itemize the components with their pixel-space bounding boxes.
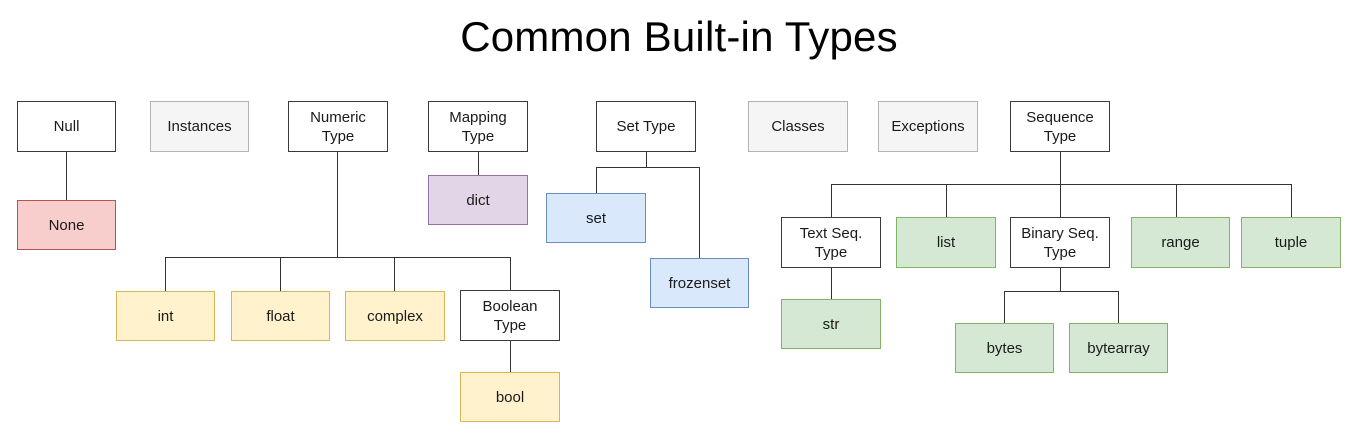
- connector-mapping-dict: [478, 152, 480, 175]
- node-settype[interactable]: Set Type: [596, 101, 696, 152]
- node-label-range: range: [1161, 234, 1200, 251]
- node-set[interactable]: set: [546, 193, 646, 243]
- node-label-complex: complex: [367, 307, 423, 325]
- connector-settype-bus: [596, 167, 700, 169]
- connector-boolean-bool: [510, 341, 512, 372]
- connector-settype-stem: [646, 152, 648, 167]
- connector-settype-frozenset: [699, 167, 701, 258]
- node-bool[interactable]: bool: [460, 372, 560, 422]
- node-bytes[interactable]: bytes: [955, 323, 1054, 373]
- node-list[interactable]: list: [896, 217, 996, 268]
- node-frozenset[interactable]: frozenset: [650, 258, 749, 308]
- node-label-bool: bool: [495, 388, 525, 406]
- connector-settype-set: [596, 167, 598, 193]
- node-complex[interactable]: complex: [345, 291, 445, 341]
- connector-numeric-complex: [394, 257, 396, 291]
- node-label-dict: dict: [466, 191, 490, 209]
- node-label-frozenset: frozenset: [668, 274, 731, 292]
- connector-sequence-binaryseq: [1060, 184, 1062, 217]
- node-binaryseq[interactable]: Binary Seq. Type: [1010, 217, 1110, 268]
- connector-binaryseq-bus: [1004, 291, 1119, 293]
- connector-binaryseq-bytes: [1004, 291, 1006, 323]
- node-label-settype: Set Type: [616, 118, 676, 135]
- node-label-sequence: Sequence Type: [1026, 108, 1094, 145]
- node-classes[interactable]: Classes: [748, 101, 848, 152]
- connector-numeric-boolean: [510, 257, 512, 290]
- node-label-set: set: [585, 209, 606, 227]
- node-label-bytes: bytes: [986, 339, 1023, 357]
- node-sequence[interactable]: Sequence Type: [1010, 101, 1110, 152]
- node-exceptions[interactable]: Exceptions: [878, 101, 978, 152]
- page-title: Common Built-in Types: [460, 13, 898, 60]
- node-boolean[interactable]: Boolean Type: [460, 290, 560, 341]
- connector-numeric-int: [165, 257, 167, 291]
- node-label-textseq: Text Seq. Type: [799, 224, 863, 261]
- connector-binaryseq-stem: [1060, 268, 1062, 291]
- node-label-tuple: tuple: [1274, 234, 1308, 251]
- node-label-list: list: [936, 234, 956, 251]
- node-int[interactable]: int: [116, 291, 215, 341]
- connector-sequence-stem: [1060, 152, 1062, 184]
- node-label-boolean: Boolean Type: [482, 297, 538, 334]
- node-float[interactable]: float: [231, 291, 330, 341]
- node-label-none: None: [48, 216, 85, 234]
- node-null[interactable]: Null: [17, 101, 116, 152]
- node-label-null: Null: [53, 118, 80, 135]
- node-label-classes: Classes: [771, 118, 825, 135]
- connector-numeric-bus: [165, 257, 510, 259]
- node-label-instances: Instances: [167, 118, 232, 135]
- node-label-binaryseq: Binary Seq. Type: [1021, 224, 1099, 261]
- connector-sequence-textseq: [831, 184, 833, 217]
- connector-binaryseq-bytearray: [1118, 291, 1120, 323]
- node-none[interactable]: None: [17, 200, 116, 250]
- connector-numeric-stem: [337, 152, 339, 257]
- node-range[interactable]: range: [1131, 217, 1230, 268]
- node-label-mapping: Mapping Type: [449, 108, 507, 145]
- node-textseq[interactable]: Text Seq. Type: [781, 217, 881, 268]
- node-label-float: float: [266, 307, 295, 325]
- connector-null-none: [66, 152, 68, 200]
- connector-textseq-str: [831, 268, 833, 299]
- node-label-bytearray: bytearray: [1087, 339, 1150, 357]
- connector-sequence-range: [1176, 184, 1178, 217]
- node-label-str: str: [822, 315, 840, 333]
- connector-sequence-list: [946, 184, 948, 217]
- node-label-int: int: [157, 307, 174, 325]
- node-str[interactable]: str: [781, 299, 881, 349]
- node-dict[interactable]: dict: [428, 175, 528, 225]
- node-instances[interactable]: Instances: [150, 101, 249, 152]
- node-tuple[interactable]: tuple: [1241, 217, 1341, 268]
- node-label-exceptions: Exceptions: [891, 118, 965, 135]
- connector-sequence-tuple: [1291, 184, 1293, 217]
- node-numeric[interactable]: Numeric Type: [288, 101, 388, 152]
- node-bytearray[interactable]: bytearray: [1069, 323, 1168, 373]
- node-label-numeric: Numeric Type: [310, 108, 366, 145]
- connector-numeric-float: [280, 257, 282, 291]
- node-mapping[interactable]: Mapping Type: [428, 101, 528, 152]
